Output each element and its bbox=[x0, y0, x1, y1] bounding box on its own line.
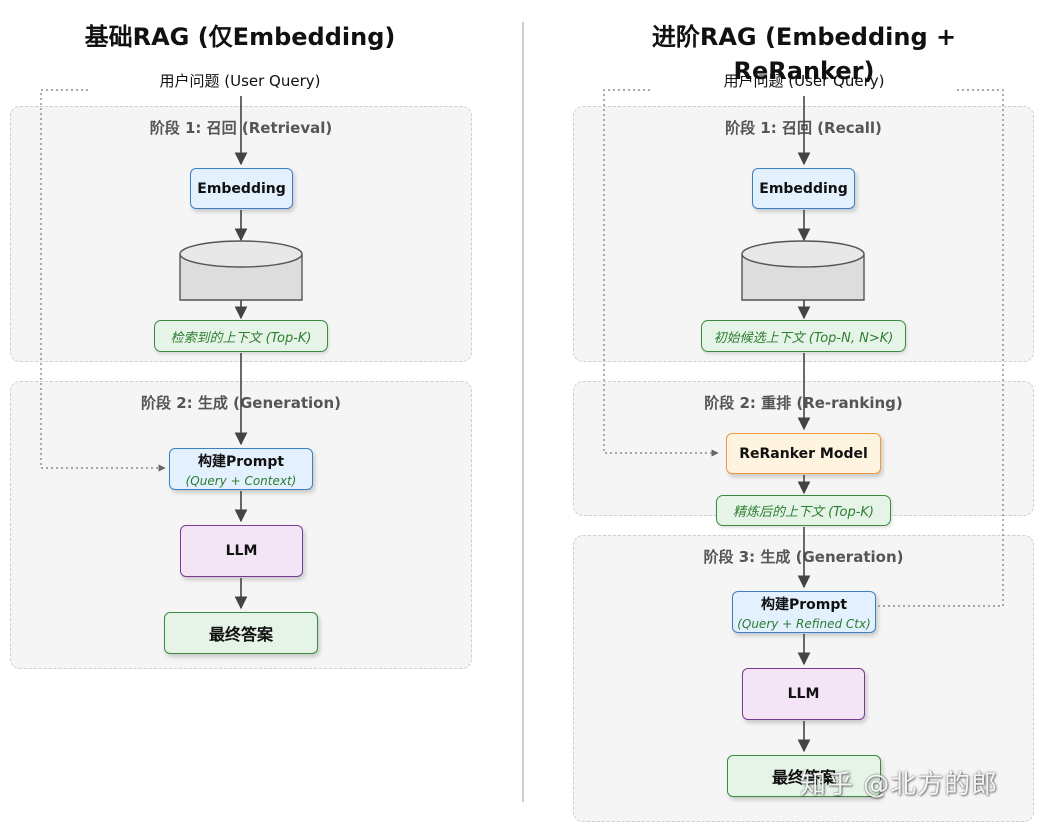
left-embedding-box: Embedding bbox=[190, 168, 293, 209]
llm-label: LLM bbox=[787, 686, 820, 702]
prompt-title: 构建Prompt bbox=[197, 453, 285, 470]
prompt-title: 构建Prompt bbox=[760, 596, 848, 613]
stage-label: 阶段 2: 重排 (Re-ranking) bbox=[704, 394, 903, 412]
right-reranker-box: ReRanker Model bbox=[726, 433, 881, 474]
left-build-prompt-box: 构建Prompt (Query + Context) bbox=[169, 448, 313, 490]
right-final-answer-box: 最终答案 bbox=[727, 755, 881, 797]
right-refined-context-tag: 精炼后的上下文 (Top-K) bbox=[716, 495, 891, 526]
right-build-prompt-box: 构建Prompt (Query + Refined Ctx) bbox=[732, 591, 876, 633]
right-llm-box: LLM bbox=[742, 668, 865, 720]
final-answer-label: 最终答案 bbox=[771, 768, 836, 787]
left-final-answer-box: 最终答案 bbox=[164, 612, 318, 654]
embedding-label: Embedding bbox=[759, 180, 848, 197]
stage-label: 阶段 3: 生成 (Generation) bbox=[703, 548, 904, 566]
right-diagram-title: 进阶RAG (Embedding + ReRanker) bbox=[651, 23, 957, 85]
right-user-query: 用户问题 (User Query) bbox=[723, 72, 885, 90]
right-embedding-box: Embedding bbox=[752, 168, 855, 209]
final-answer-label: 最终答案 bbox=[208, 625, 273, 644]
embedding-label: Embedding bbox=[197, 180, 286, 197]
stage-label: 阶段 2: 生成 (Generation) bbox=[141, 394, 341, 412]
stage-label: 阶段 1: 召回 (Retrieval) bbox=[149, 119, 333, 137]
left-retrieved-context-tag: 检索到的上下文 (Top-K) bbox=[154, 320, 328, 352]
left-vector-db-label: Vector DB bbox=[201, 266, 281, 282]
watermark: 知乎 @北方的郎 bbox=[800, 770, 999, 800]
llm-label: LLM bbox=[225, 543, 258, 559]
prompt-subtitle: (Query + Context) bbox=[185, 473, 297, 488]
column-divider bbox=[522, 22, 524, 802]
reranker-label: ReRanker Model bbox=[739, 445, 868, 462]
stage-label: 阶段 1: 召回 (Recall) bbox=[725, 119, 882, 137]
prompt-subtitle: (Query + Refined Ctx) bbox=[737, 616, 871, 631]
left-user-query: 用户问题 (User Query) bbox=[159, 72, 321, 90]
right-vector-db-label: Vector DB bbox=[763, 266, 843, 282]
left-llm-box: LLM bbox=[180, 525, 303, 577]
left-diagram-title: 基础RAG (仅Embedding) bbox=[84, 23, 396, 51]
right-candidate-context-tag: 初始候选上下文 (Top-N, N>K) bbox=[701, 320, 906, 352]
